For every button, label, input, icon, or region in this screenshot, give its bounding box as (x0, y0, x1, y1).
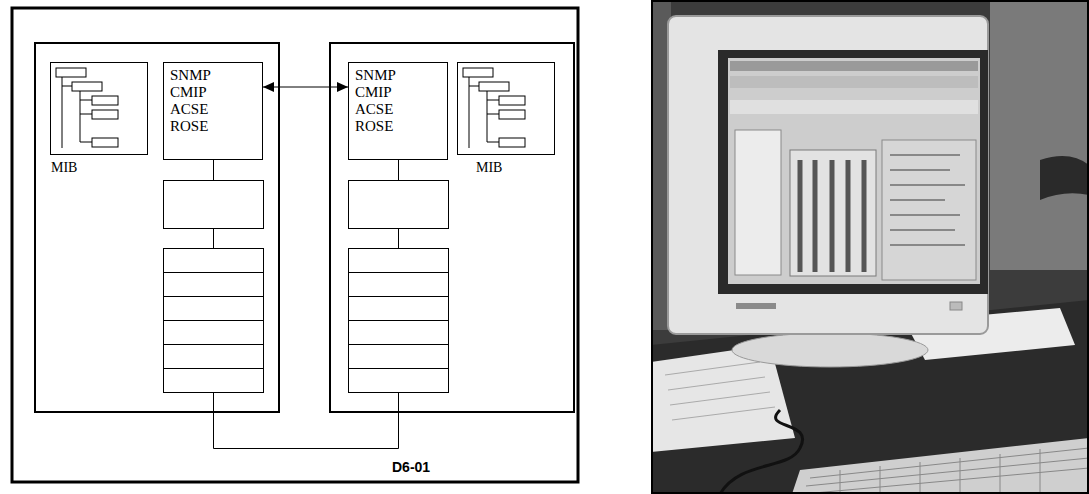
protocol-list: SNMP CMIP ACSE ROSE (355, 67, 395, 135)
monitor-base (732, 333, 928, 367)
detail-panel (882, 140, 976, 280)
paper-lines (665, 362, 775, 420)
brand-badge (736, 303, 776, 309)
connector-line (263, 87, 348, 88)
protocol-box: SNMP CMIP ACSE ROSE (163, 62, 263, 160)
tree-panel (735, 130, 781, 275)
layer-stack (349, 249, 449, 393)
connector-line (214, 412, 399, 449)
chair-shape (1040, 156, 1089, 200)
stack-rows (349, 273, 449, 369)
device-box: MIB SNMP CMIP ACSE ROSE (34, 42, 280, 413)
mib-label: MIB (476, 160, 502, 176)
monitor-case (668, 16, 988, 334)
cable (720, 410, 803, 494)
photo-ground (651, 0, 1089, 494)
network-link (214, 412, 399, 449)
workstation-photo (651, 0, 1089, 494)
protocol-exchange-arrow (263, 82, 348, 92)
photo-frame (652, 1, 1088, 493)
monitor-screen (728, 58, 980, 284)
keyboard-keys (803, 448, 1089, 494)
power-button (950, 302, 962, 310)
arrow-head (263, 82, 274, 92)
mib-label: MIB (51, 160, 77, 176)
detail-lines (890, 155, 965, 245)
mib-box: MIB (457, 62, 555, 155)
right-stack (349, 160, 449, 412)
protocol-box: SNMP CMIP ACSE ROSE (348, 62, 448, 160)
layer-box (349, 181, 449, 229)
rack-cards (800, 160, 864, 272)
mib-tree (56, 68, 118, 148)
keyboard (792, 438, 1089, 494)
rack-panel (790, 150, 876, 276)
device-box: SNMP CMIP ACSE ROSE MIB (329, 42, 575, 413)
arrow-head (337, 82, 348, 92)
monitor-bezel (718, 50, 988, 294)
protocol-list: SNMP CMIP ACSE ROSE (170, 67, 210, 135)
background-wall (990, 0, 1089, 270)
layer-box (164, 181, 264, 229)
layer-stack (164, 249, 264, 393)
mib-box: MIB (50, 62, 148, 155)
menu-bar (730, 76, 978, 88)
mib-tree (463, 68, 525, 148)
stack-link (398, 160, 399, 412)
figure-number: D6-01 (390, 459, 432, 475)
stack-rows (164, 273, 264, 369)
stack-link (213, 160, 214, 412)
title-bar (730, 61, 978, 71)
figure-frame (12, 8, 578, 482)
left-stack (164, 160, 264, 412)
window-strip (730, 100, 978, 114)
